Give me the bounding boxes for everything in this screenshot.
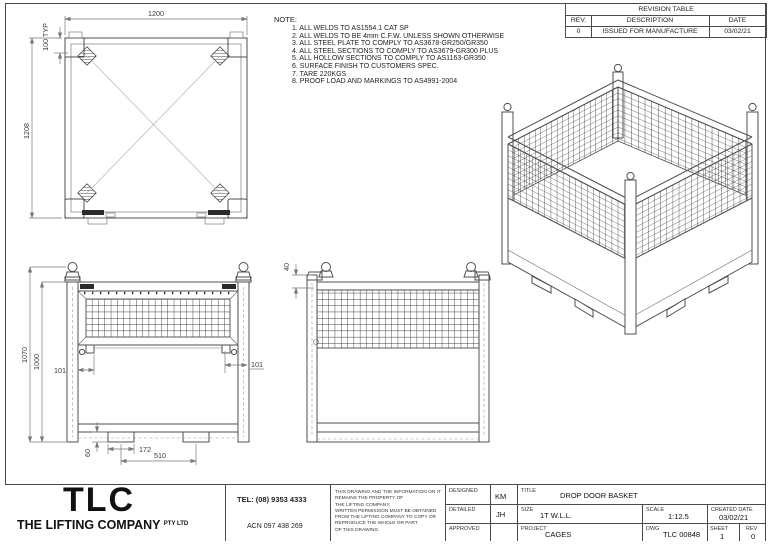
dim-front-inner: 1000 xyxy=(32,354,41,370)
iso-geometry xyxy=(501,63,759,335)
dim-plan-post: 100 TYP xyxy=(41,23,50,51)
title-block: TLC THE LIFTING COMPANY PTY LTD TEL: (08… xyxy=(5,481,765,541)
size-value: 1T W.L.L. xyxy=(540,511,572,520)
dim-foot-width: 172 xyxy=(139,445,151,454)
note-item: 4. ALL STEEL SECTIONS TO COMPLY TO AS367… xyxy=(292,47,499,55)
note-item: 5. ALL HOLLOW SECTIONS TO COMPLY TO AS11… xyxy=(292,55,486,63)
dim-side-lug: 40 xyxy=(282,263,291,271)
note-item: 8. PROOF LOAD AND MARKINGS TO AS4991-200… xyxy=(292,78,458,86)
dim-foot-pitch: 510 xyxy=(154,451,166,460)
front-dimensions: 1070 1000 101 101 60 172 xyxy=(20,266,264,465)
note-item: 1. ALL WELDS TO AS1554.1 CAT SP xyxy=(292,25,409,32)
dim-front-outer: 1070 xyxy=(20,347,29,363)
note-item: 6. SURFACE FINISH TO CUSTOMERS SPEC. xyxy=(292,62,439,70)
scale-value: 1:12.5 xyxy=(668,512,689,521)
size-label: SIZE xyxy=(521,507,534,513)
notes-block: NOTE: 1. ALL WELDS TO AS1554.1 CAT SP 2.… xyxy=(274,15,554,86)
note-item: 3. ALL STEEL PLATE TO COMPLY TO AS3678-G… xyxy=(292,40,488,48)
desc-cell: ISSUED FOR MANUFACTURE xyxy=(602,28,698,35)
sheet-label: SHEET xyxy=(710,526,729,532)
scale-label: SCALE xyxy=(646,507,665,513)
rev-label: REV xyxy=(746,526,758,532)
designed-value: KM xyxy=(495,492,507,501)
note-item: 2. ALL WELDS TO BE 4mm C.F.W. UNLESS SHO… xyxy=(292,32,505,40)
company-acn: ACN 097 438 269 xyxy=(247,523,303,530)
copyright-disclaimer: THIS DRAWING AND THE INFORMATION ON IT R… xyxy=(335,490,441,533)
plan-dimensions: 1200 1208 100 TYP xyxy=(22,9,248,219)
notes-heading: NOTE: xyxy=(274,15,297,24)
rev-cell: 0 xyxy=(576,28,581,35)
company-name: THE LIFTING COMPANY PTY LTD xyxy=(17,518,189,532)
rev-col-header: REV. xyxy=(570,17,587,24)
company-suffix: PTY LTD xyxy=(163,521,189,527)
title-value: DROP DOOR BASKET xyxy=(560,491,638,500)
detailed-label: DETAILED xyxy=(449,507,476,513)
rev-value: 0 xyxy=(751,532,756,541)
date-col-header: DATE xyxy=(728,17,747,24)
project-value: CAGES xyxy=(545,530,572,539)
plan-view: 1200 1208 100 TYP xyxy=(22,9,248,225)
revision-table: REVISION TABLE REV. DESCRIPTION DATE 0 I… xyxy=(565,3,767,38)
company-phone: TEL: (08) 9353 4333 xyxy=(237,495,307,504)
dim-plan-width: 1200 xyxy=(148,9,164,18)
dim-front-left: 101 xyxy=(54,366,66,375)
designed-label: DESIGNED xyxy=(449,488,478,494)
front-view: 1070 1000 101 101 60 172 xyxy=(20,262,264,465)
sheet-value: 1 xyxy=(720,532,725,541)
desc-col-header: DESCRIPTION xyxy=(626,17,674,24)
created-date-value: 03/02/21 xyxy=(719,513,749,522)
front-geometry xyxy=(64,262,252,443)
side-view: 40 xyxy=(282,262,491,443)
created-date-label: CREATED DATE xyxy=(711,507,753,513)
note-item: 7. TARE 220KGS xyxy=(292,70,347,78)
detailed-value: JH xyxy=(496,510,506,519)
title-label: TITLE xyxy=(521,488,536,494)
dwg-value: TLC 00848 xyxy=(663,530,701,539)
date-cell: 03/02/21 xyxy=(724,28,751,35)
approved-label: APPROVED xyxy=(449,526,480,532)
dim-foot-height: 60 xyxy=(83,449,92,457)
revision-table-title: REVISION TABLE xyxy=(638,6,694,13)
side-geometry xyxy=(306,262,491,443)
side-dimensions: 40 xyxy=(282,263,314,299)
isometric-view xyxy=(501,63,759,335)
plan-geometry xyxy=(64,31,248,225)
dim-plan-height: 1208 xyxy=(22,123,31,139)
dim-front-right: 101 xyxy=(251,360,263,369)
dwg-label: DWG xyxy=(646,526,660,532)
company-logo: TLC xyxy=(63,481,136,519)
project-label: PROJECT xyxy=(521,526,547,532)
